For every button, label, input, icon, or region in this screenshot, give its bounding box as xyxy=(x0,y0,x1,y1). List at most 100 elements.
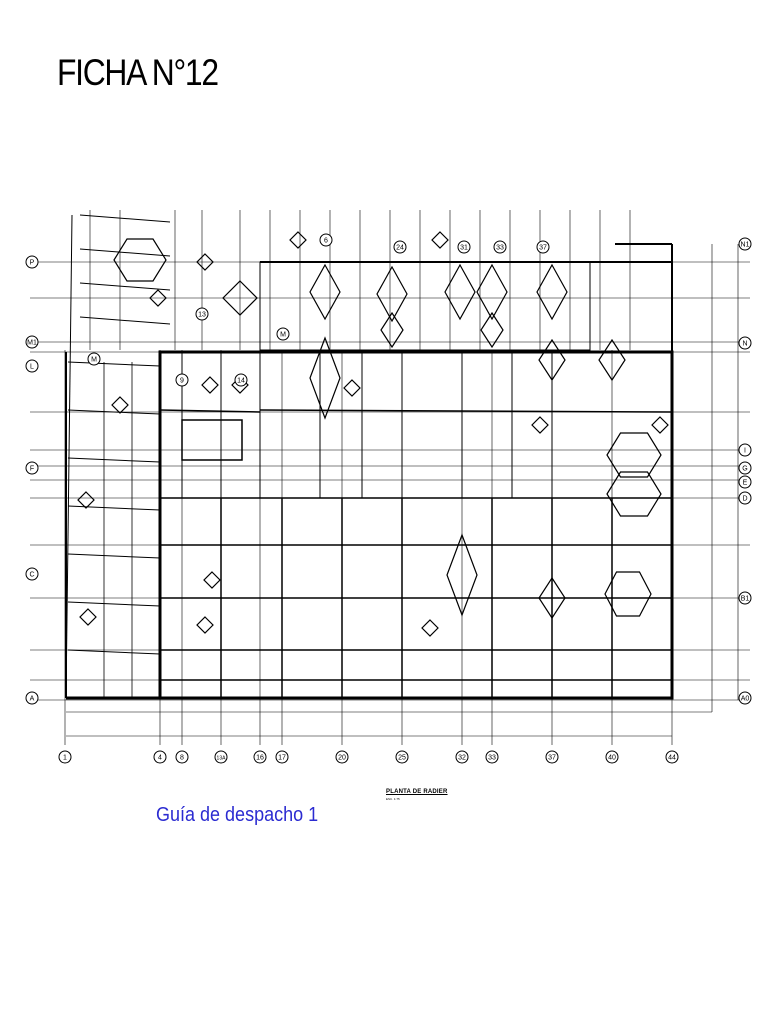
grid-bubble-circle xyxy=(738,475,752,489)
grid-bubble-F: F xyxy=(25,461,39,475)
grid-bubble-label: N1 xyxy=(741,242,750,249)
grid-bubble-4: 4 xyxy=(153,750,167,764)
diamond-footing xyxy=(309,263,341,321)
grid-bubble-label: P xyxy=(30,260,35,267)
diamond-footing xyxy=(431,231,449,249)
diamond-footing xyxy=(444,263,476,321)
grid-bubble-top-31: 31 xyxy=(457,240,471,254)
grid-bubble-C: C xyxy=(25,567,39,581)
grid-bubble-label: M xyxy=(91,357,97,364)
grid-bubble-label: 9 xyxy=(180,378,184,385)
tile-line xyxy=(67,649,161,655)
grid-bubble-circle xyxy=(87,352,101,366)
grid-bubble-circle xyxy=(485,750,499,764)
grid-bubble-label: A xyxy=(30,696,35,703)
grid-bubble-label: 37 xyxy=(539,245,547,252)
hex-footing xyxy=(606,432,662,478)
grid-bubble-label: 24 xyxy=(396,245,404,252)
diamond-footing xyxy=(309,336,341,420)
diamond-footing xyxy=(538,338,566,382)
diamond-footing xyxy=(196,253,214,271)
grid-bubble-16: 16 xyxy=(253,750,267,764)
grid-bubble-1: 1 xyxy=(58,750,72,764)
tile-line xyxy=(79,214,171,223)
grid-bubble-label: F xyxy=(30,466,34,473)
grid-bubble-circle xyxy=(545,750,559,764)
grid-bubble-top-37: 37 xyxy=(536,240,550,254)
grid-bubble-circle xyxy=(738,443,752,457)
grid-bubble-label: E xyxy=(743,480,748,487)
grid-bubble-circle xyxy=(738,491,752,505)
upper-block xyxy=(259,261,591,351)
grid-bubble-label: 4 xyxy=(158,755,162,762)
grid-bubble-top-13: 13 xyxy=(195,307,209,321)
grid-bubble-20: 20 xyxy=(335,750,349,764)
grid-bubble-label: 1 xyxy=(63,755,67,762)
grid-bubble-N1: N1 xyxy=(738,237,752,251)
grid-bubble-circle xyxy=(175,750,189,764)
diamond-footing xyxy=(476,263,508,321)
dispatch-guide-label: Guía de despacho 1 xyxy=(156,804,319,826)
grid-bubble-I: I xyxy=(738,443,752,457)
diamond-footing xyxy=(531,416,549,434)
grid-bubble-circle xyxy=(335,750,349,764)
plan-linework xyxy=(30,210,750,745)
grid-bubble-label: 32 xyxy=(458,755,466,762)
grid-bubble-label: 31 xyxy=(460,245,468,252)
grid-bubble-other-6: 6 xyxy=(319,233,333,247)
grid-bubble-circle xyxy=(276,327,290,341)
plan-caption: PLANTA DE RADIER xyxy=(386,789,448,795)
grid-bubble-circle xyxy=(234,373,248,387)
skew-edge xyxy=(65,214,73,699)
grid-bubble-label: 16 xyxy=(256,755,264,762)
grid-bubble-label: 8 xyxy=(180,755,184,762)
diamond-footing xyxy=(538,576,566,620)
diamond-footing xyxy=(203,571,221,589)
diamond-footing xyxy=(289,231,307,249)
grid-bubble-label: 44 xyxy=(668,755,676,762)
grid-bubble-label: A0 xyxy=(741,696,750,703)
diamond-footing xyxy=(536,263,568,321)
grid-bubble-top-33: 33 xyxy=(493,240,507,254)
grid-bubble-label: 14 xyxy=(237,378,245,385)
tile-line xyxy=(79,316,171,325)
grid-bubble-label: 37 xyxy=(548,755,556,762)
diamond-footing xyxy=(480,311,504,349)
hex-footing xyxy=(604,571,652,617)
grid-bubble-label: M xyxy=(280,332,286,339)
diamond-footing xyxy=(222,280,258,316)
grid-bubble-label: M1 xyxy=(27,340,37,347)
grid-bubble-37: 37 xyxy=(545,750,559,764)
grid-bubble-M1: M1 xyxy=(25,335,39,349)
grid-bubble-label: 13A xyxy=(217,756,227,762)
grid-bubble-label: 20 xyxy=(338,755,346,762)
tile-line xyxy=(79,248,171,257)
grid-bubble-A: A xyxy=(25,691,39,705)
grid-bubble-label: 40 xyxy=(608,755,616,762)
tile-line xyxy=(67,409,161,415)
grid-bubble-top-14: 14 xyxy=(234,373,248,387)
grid-bubble-circle xyxy=(605,750,619,764)
grid-bubble-label: 33 xyxy=(496,245,504,252)
grid-bubble-label: N xyxy=(742,341,747,348)
grid-bubble-N: N xyxy=(738,336,752,350)
grid-bubble-label: 33 xyxy=(488,755,496,762)
grid-bubble-circle xyxy=(738,691,752,705)
grid-bubble-G: G xyxy=(738,461,752,475)
diamond-footing xyxy=(111,396,129,414)
grid-bubble-A0: A0 xyxy=(738,691,752,705)
diamond-footing xyxy=(77,491,95,509)
grid-bubble-E: E xyxy=(738,475,752,489)
grid-bubble-other-M: M xyxy=(87,352,101,366)
grid-bubble-32: 32 xyxy=(455,750,469,764)
grid-bubble-40: 40 xyxy=(605,750,619,764)
pit-rect xyxy=(181,419,243,461)
beam-line xyxy=(259,409,673,413)
grid-bubble-label: D xyxy=(742,496,747,503)
grid-bubble-33: 33 xyxy=(485,750,499,764)
diamond-footing xyxy=(343,379,361,397)
grid-bubble-circle xyxy=(455,750,469,764)
grid-bubble-circle xyxy=(58,750,72,764)
diamond-footing xyxy=(446,533,478,617)
